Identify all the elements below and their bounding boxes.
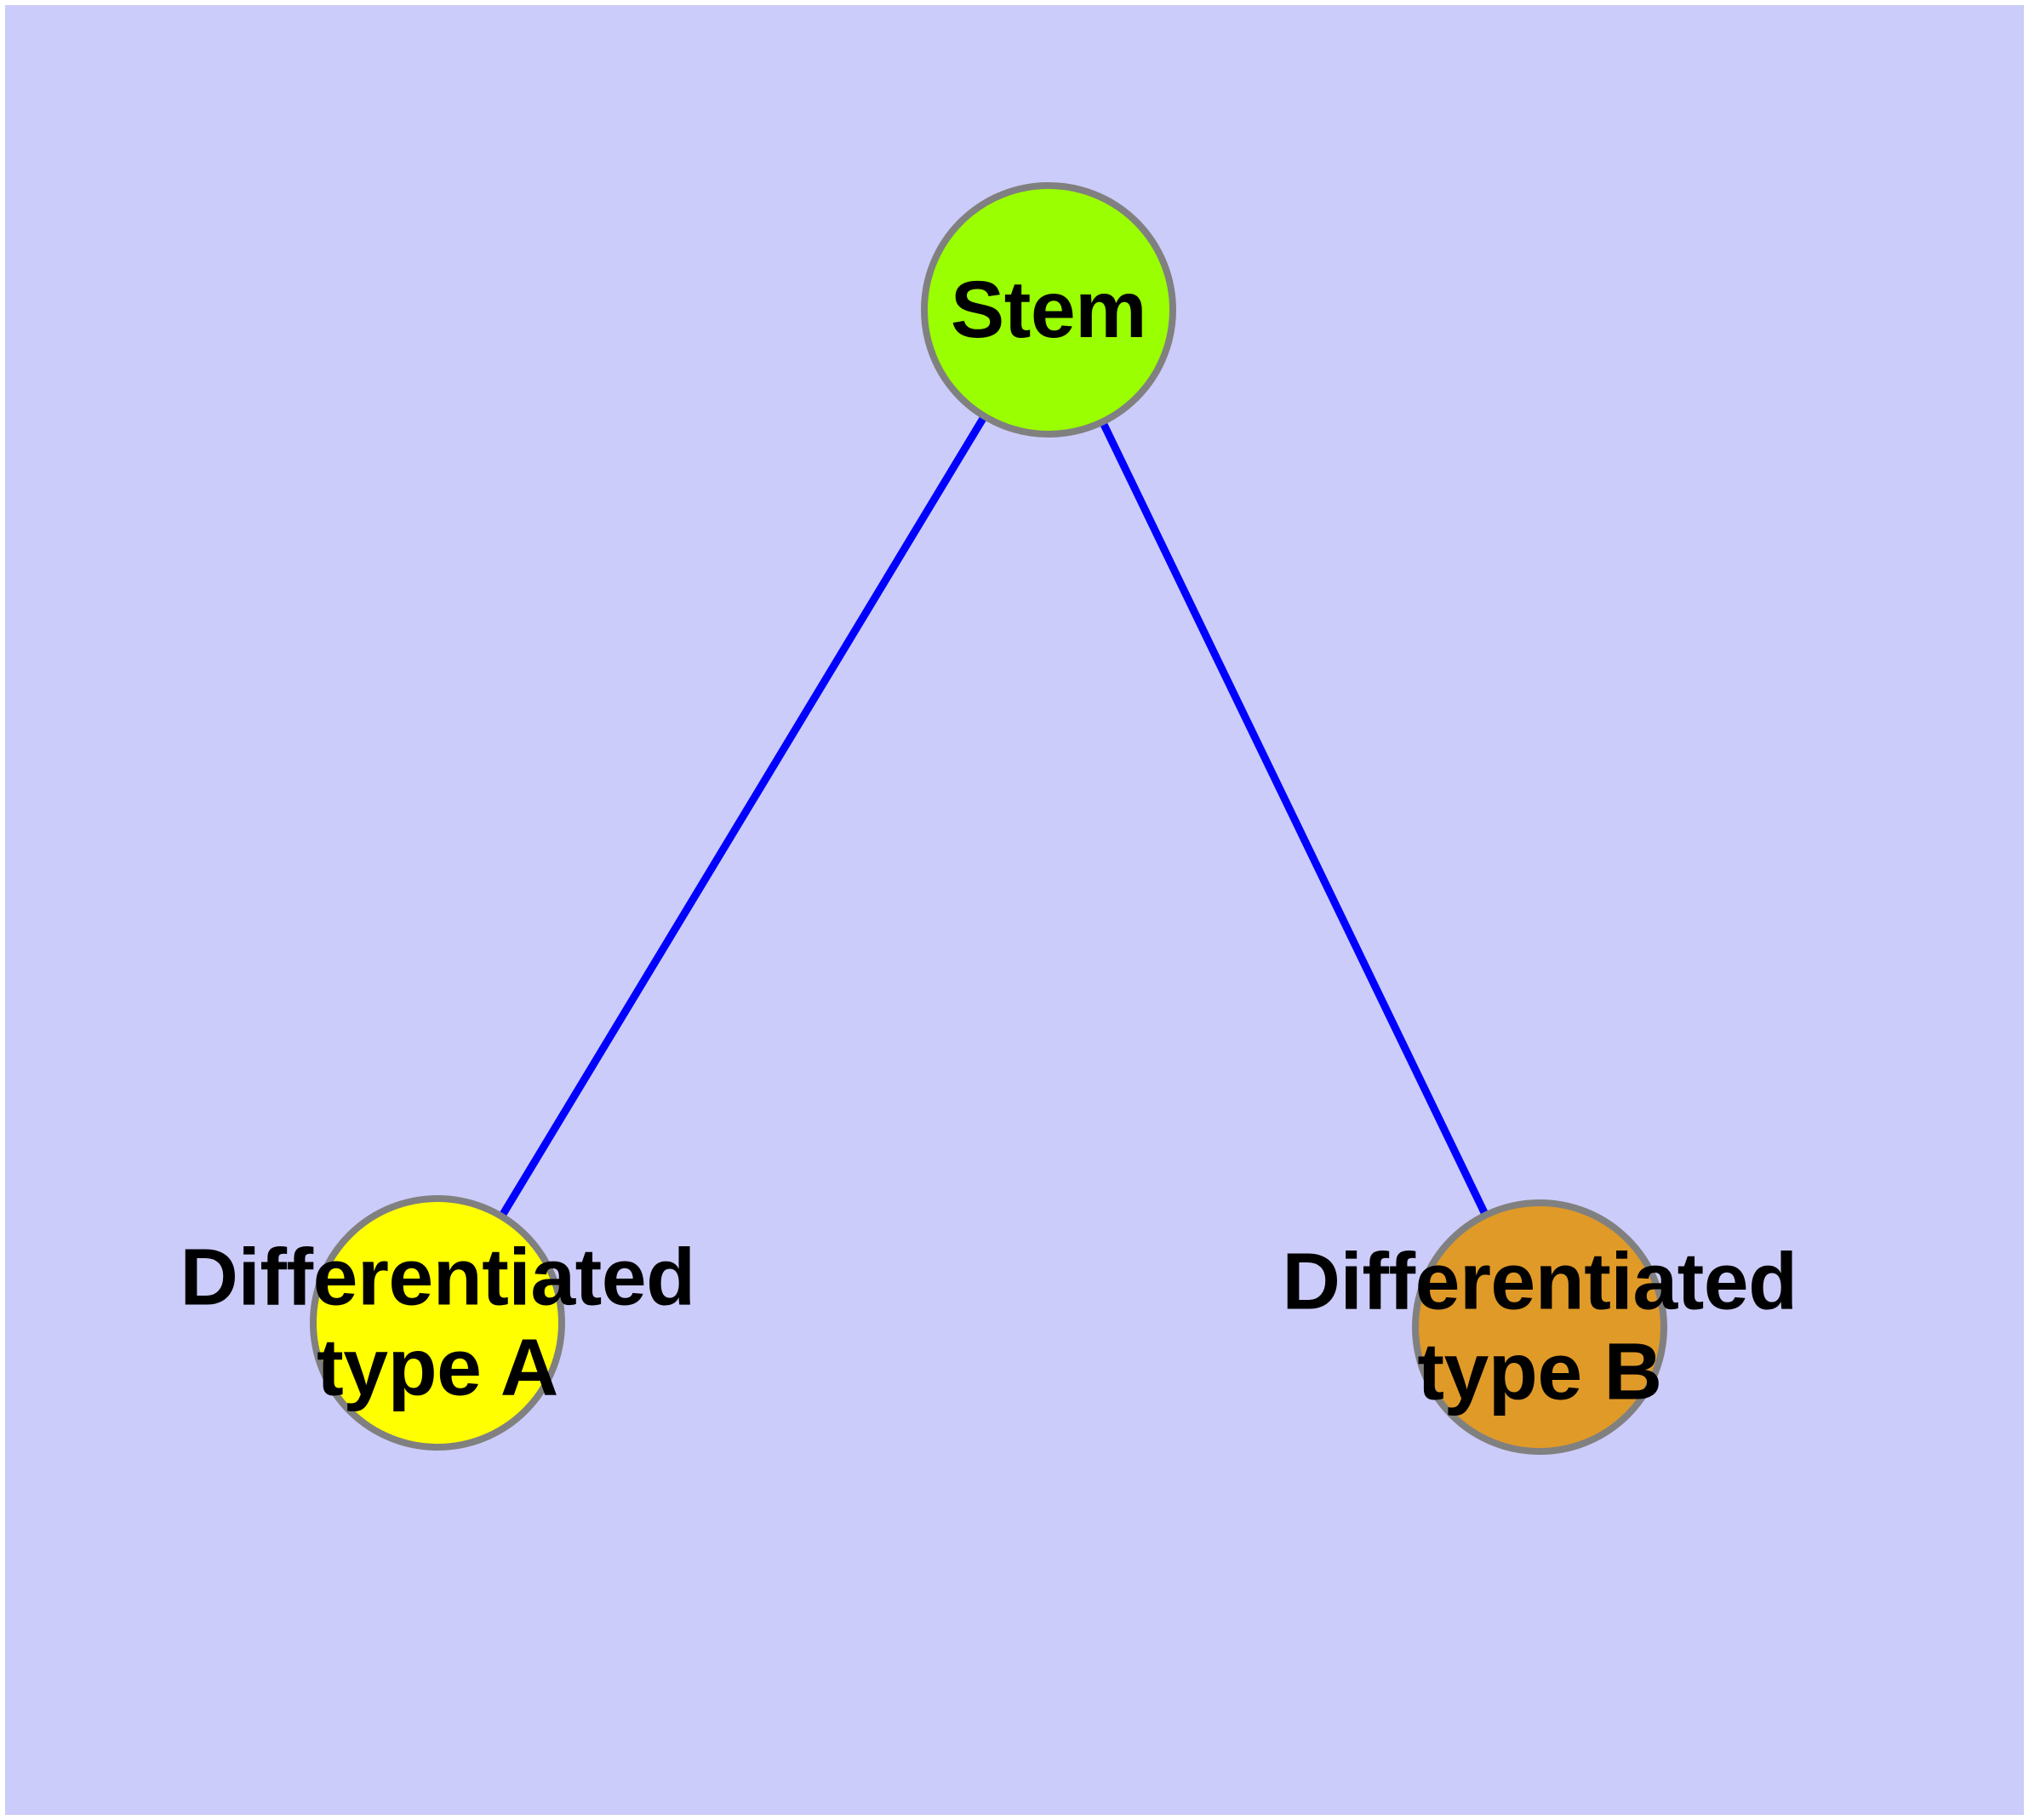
node-diff_b[interactable]: [1412, 1199, 1667, 1455]
node-diff_a[interactable]: [310, 1195, 565, 1451]
graph-svg: [310, 182, 1667, 1455]
edge-stem-to-diff_b: [1098, 418, 1490, 1219]
nodes-group: [310, 182, 1667, 1455]
node-stem[interactable]: [921, 182, 1176, 438]
edges-group: [497, 412, 1490, 1221]
edge-stem-to-diff_a: [497, 412, 989, 1221]
